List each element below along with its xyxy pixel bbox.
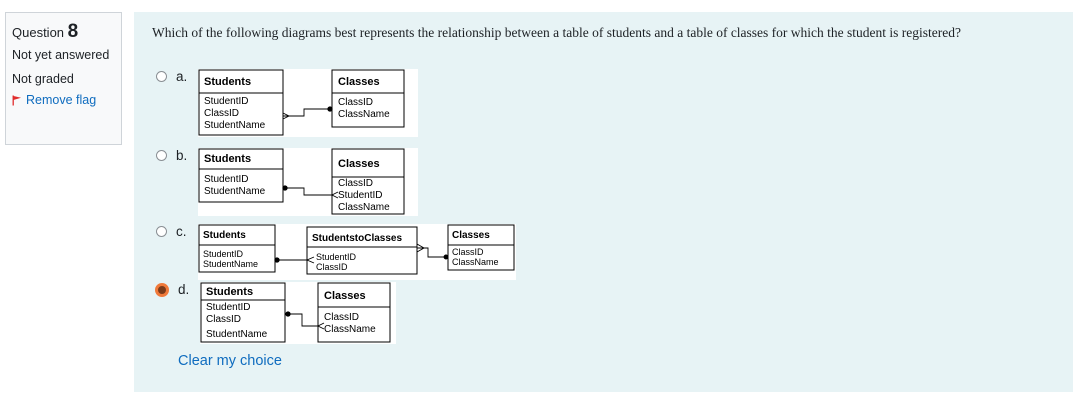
answer-option-b[interactable]: b. Students StudentID StudentName Classe… xyxy=(156,148,418,216)
radio-option-a[interactable] xyxy=(156,71,167,82)
table-title: Students xyxy=(204,76,251,88)
table-field: StudentID xyxy=(316,252,357,262)
question-info-panel: Question 8 Not yet answered Not graded R… xyxy=(5,12,122,145)
table-students: Students StudentID StudentName xyxy=(198,148,284,203)
question-number: Question 8 xyxy=(12,21,115,43)
table-field: StudentName xyxy=(203,259,258,269)
radio-option-d[interactable] xyxy=(155,283,169,297)
question-grade: Not graded xyxy=(12,72,74,86)
table-field: StudentName xyxy=(206,329,268,340)
table-title: Students xyxy=(206,286,253,298)
relationship-line xyxy=(274,243,449,264)
option-letter-c: c. xyxy=(176,224,187,239)
table-field: ClassID xyxy=(316,262,348,272)
table-title: Classes xyxy=(338,158,380,170)
remove-flag-label: Remove flag xyxy=(26,93,97,107)
clear-choice-link[interactable]: Clear my choice xyxy=(178,353,282,369)
table-title: StudentstoClasses xyxy=(312,233,402,244)
table-field: ClassID xyxy=(206,314,241,325)
table-title: Classes xyxy=(452,230,490,241)
option-letter-d: d. xyxy=(178,282,190,297)
option-letter-b: b. xyxy=(176,148,188,163)
question-text: Which of the following diagrams best rep… xyxy=(152,25,961,40)
table-field: StudentName xyxy=(204,120,266,131)
diagram-option-c: Students StudentID StudentName Studentst… xyxy=(198,224,516,280)
answer-option-a[interactable]: a. Students StudentID ClassID StudentNam… xyxy=(156,69,418,137)
table-classes: Classes ClassID StudentID ClassName xyxy=(331,148,405,215)
table-field: ClassID xyxy=(324,312,359,323)
relationship-line xyxy=(282,185,339,199)
table-students: Students StudentID StudentName xyxy=(198,224,276,273)
radio-option-b[interactable] xyxy=(156,150,167,161)
table-studentstoclasses: StudentstoClasses StudentID ClassID xyxy=(306,226,418,275)
table-field: ClassName xyxy=(338,202,390,213)
table-classes: Classes ClassID ClassName xyxy=(331,69,405,128)
table-title: Students xyxy=(203,230,246,241)
table-title: Students xyxy=(204,153,251,165)
diagram-option-a: Students StudentID ClassID StudentName C… xyxy=(198,69,418,137)
question-content: Which of the following diagrams best rep… xyxy=(134,12,1073,392)
remove-flag-link[interactable]: Remove flag xyxy=(12,93,115,107)
table-field: ClassID xyxy=(204,108,239,119)
relationship-line xyxy=(282,106,333,120)
answer-option-c[interactable]: c. Students StudentID StudentName Studen… xyxy=(156,224,516,280)
option-letter-a: a. xyxy=(176,69,188,84)
table-field: StudentID xyxy=(338,190,382,201)
table-field: ClassName xyxy=(324,324,376,335)
table-field: ClassName xyxy=(452,257,499,267)
table-field: StudentID xyxy=(204,174,248,185)
table-field: StudentID xyxy=(204,96,248,107)
table-students: Students StudentID ClassID StudentName xyxy=(200,282,286,343)
table-field: ClassID xyxy=(338,178,373,189)
answer-option-d[interactable]: d. Students StudentID ClassID StudentNam… xyxy=(155,282,396,344)
table-classes: Classes ClassID ClassName xyxy=(317,282,391,343)
table-field: StudentID xyxy=(203,249,244,259)
table-classes: Classes ClassID ClassName xyxy=(447,224,515,271)
question-label: Question xyxy=(12,25,65,40)
table-field: ClassID xyxy=(338,97,373,108)
question-state: Not yet answered xyxy=(12,48,110,62)
diagram-option-b: Students StudentID StudentName Classes C… xyxy=(198,148,418,216)
table-students: Students StudentID ClassID StudentName xyxy=(198,69,284,136)
diagram-option-d: Students StudentID ClassID StudentName C… xyxy=(200,282,396,344)
table-title: Classes xyxy=(324,290,366,302)
table-title: Classes xyxy=(338,76,380,88)
flag-icon xyxy=(12,95,21,105)
table-field: StudentName xyxy=(204,186,266,197)
table-field: ClassName xyxy=(338,109,390,120)
relationship-line xyxy=(285,311,325,330)
question-number-value: 8 xyxy=(67,21,79,42)
table-field: ClassID xyxy=(452,247,484,257)
radio-option-c[interactable] xyxy=(156,226,167,237)
table-field: StudentID xyxy=(206,302,250,313)
